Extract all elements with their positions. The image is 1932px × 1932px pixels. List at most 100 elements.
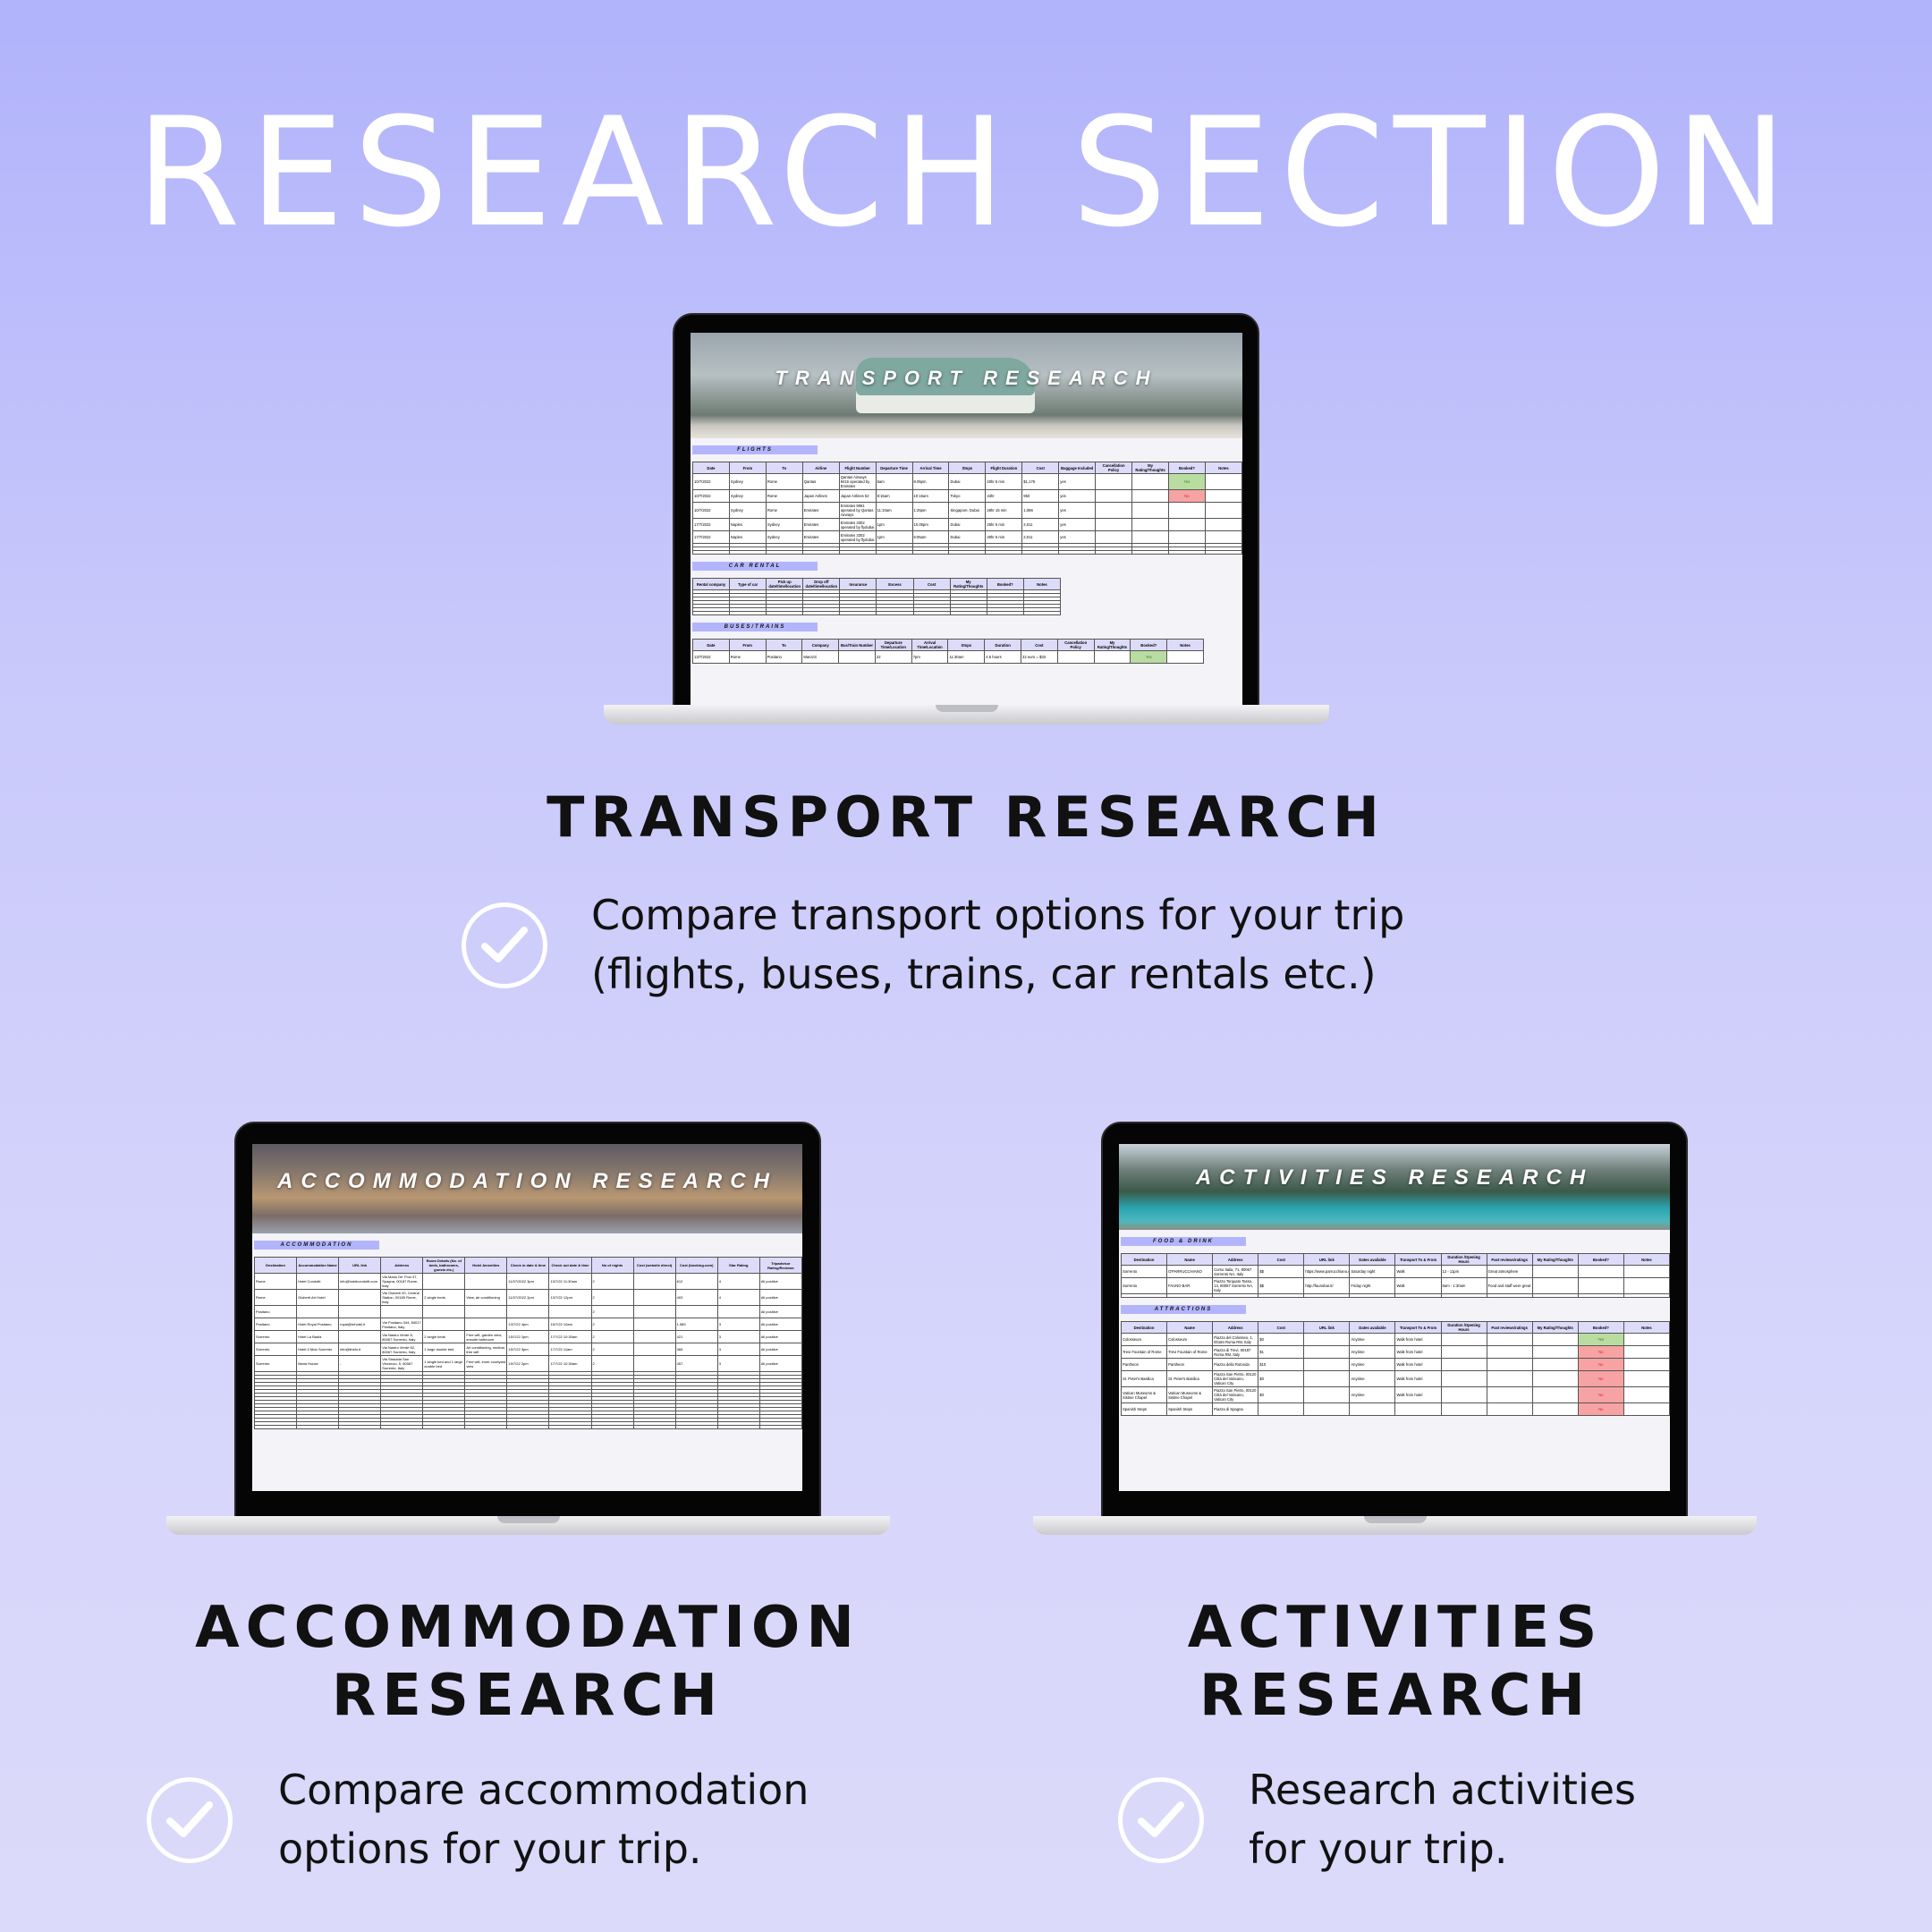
table-cell[interactable] <box>674 1305 718 1318</box>
table-cell[interactable]: 11/07/2022 3pm <box>506 1273 550 1290</box>
table-cell[interactable]: 2 <box>590 1305 634 1318</box>
table-cell[interactable]: Piazza Torquato Tasso, 13, 80067 Sorrent… <box>1212 1277 1259 1294</box>
empty-cell[interactable] <box>1303 1293 1351 1298</box>
table-cell[interactable] <box>422 1305 466 1318</box>
table-cell[interactable]: Emirates <box>801 502 840 519</box>
table-cell[interactable]: $10 <box>1258 1358 1305 1371</box>
table-cell[interactable]: Yes <box>1130 650 1168 664</box>
table-cell[interactable] <box>632 1330 676 1343</box>
table-cell[interactable] <box>1577 1265 1624 1278</box>
table-cell[interactable]: 1pm <box>875 530 913 544</box>
table-cell[interactable] <box>1531 1333 1579 1346</box>
table-cell[interactable]: 17/7/22 10:30am <box>548 1355 592 1372</box>
table-cell[interactable]: Rome <box>253 1273 298 1290</box>
table-cell[interactable]: All positive <box>758 1343 802 1356</box>
table-cell[interactable]: 2 <box>590 1318 634 1331</box>
table-cell[interactable] <box>1303 1402 1351 1416</box>
table-cell[interactable] <box>1486 1370 1533 1387</box>
table-cell[interactable] <box>1623 1370 1670 1387</box>
table-cell[interactable]: Piazza San Pietro, 00120 Città del Vatic… <box>1212 1370 1259 1387</box>
table-cell[interactable] <box>1167 502 1206 519</box>
table-cell[interactable] <box>1531 1345 1579 1359</box>
table-cell[interactable] <box>1204 530 1242 544</box>
empty-cell[interactable] <box>838 550 877 555</box>
table-cell[interactable] <box>1440 1370 1487 1387</box>
table-cell[interactable]: 1 large double bed <box>422 1343 466 1356</box>
table-cell[interactable]: 8:15am <box>875 489 913 503</box>
table-cell[interactable]: Marozzi <box>801 650 840 664</box>
table-cell[interactable]: 13/7/2022 <box>692 650 730 664</box>
table-cell[interactable] <box>1303 1345 1351 1359</box>
empty-cell[interactable] <box>1212 1293 1259 1298</box>
empty-cell[interactable] <box>464 1425 508 1429</box>
table-cell[interactable]: Walk from hotel <box>1394 1345 1442 1359</box>
table-cell[interactable]: Anytime <box>1349 1333 1396 1346</box>
table-cell[interactable] <box>1258 1402 1305 1416</box>
empty-cell[interactable] <box>1623 1293 1670 1298</box>
table-cell[interactable]: All positive <box>758 1289 802 1306</box>
table-cell[interactable]: 4 <box>716 1273 760 1290</box>
table-cell[interactable] <box>1531 1358 1579 1371</box>
empty-cell[interactable] <box>338 1425 382 1429</box>
empty-cell[interactable] <box>1167 550 1206 555</box>
empty-cell[interactable] <box>1204 550 1242 555</box>
empty-cell[interactable] <box>253 1425 298 1429</box>
table-cell[interactable] <box>1095 518 1133 531</box>
table-cell[interactable] <box>464 1318 508 1331</box>
table-cell[interactable] <box>338 1305 382 1318</box>
table-cell[interactable]: 1,086 <box>1021 502 1060 519</box>
empty-cell[interactable] <box>911 550 950 555</box>
table-cell[interactable]: Emirates <box>801 530 840 544</box>
table-cell[interactable]: Air conditioning, minibar, free wifi <box>464 1343 508 1356</box>
table-cell[interactable]: All positive <box>758 1273 802 1290</box>
table-cell[interactable]: $0 <box>1258 1333 1305 1346</box>
empty-cell[interactable] <box>1486 1293 1533 1298</box>
table-cell[interactable]: 403 <box>674 1289 718 1306</box>
table-cell[interactable]: Walk from hotel <box>1394 1370 1442 1387</box>
table-cell[interactable]: 612 <box>674 1273 718 1290</box>
table-cell[interactable]: No <box>1577 1345 1624 1359</box>
table-cell[interactable] <box>548 1305 592 1318</box>
table-cell[interactable]: 2 single beds <box>422 1289 466 1306</box>
table-cell[interactable]: Vatican Museums & Sistine Chapel <box>1120 1386 1168 1403</box>
table-cell[interactable]: Trevi Fountain of Rome <box>1166 1345 1214 1359</box>
table-cell[interactable]: 1 single bed and 1 large double bed <box>422 1355 466 1372</box>
table-cell[interactable]: Anytime <box>1349 1370 1396 1387</box>
table-cell[interactable]: 7pm <box>911 650 949 664</box>
table-cell[interactable]: 10/7/2022 <box>692 502 730 519</box>
table-cell[interactable]: St. Peter's Basilica <box>1120 1370 1168 1387</box>
table-cell[interactable]: St. Peter's Basilica <box>1166 1370 1214 1387</box>
table-cell[interactable] <box>1440 1402 1487 1416</box>
table-cell[interactable] <box>1204 473 1242 490</box>
table-cell[interactable]: 20hr 5 min <box>985 473 1023 490</box>
table-cell[interactable]: 13/7/22 11:30am <box>548 1273 592 1290</box>
table-cell[interactable]: Walk from hotel <box>1394 1358 1442 1371</box>
empty-cell[interactable] <box>875 550 913 555</box>
table-cell[interactable]: Pantheon <box>1166 1358 1214 1371</box>
table-cell[interactable]: 2 <box>590 1343 634 1356</box>
table-cell[interactable]: Dubai <box>948 530 987 544</box>
empty-cell[interactable] <box>765 550 803 555</box>
table-cell[interactable]: Friday night <box>1349 1277 1396 1294</box>
table-cell[interactable]: No <box>1577 1386 1624 1403</box>
table-cell[interactable] <box>1486 1333 1533 1346</box>
table-cell[interactable]: Sorrento <box>253 1330 298 1343</box>
table-cell[interactable]: 2 <box>590 1289 634 1306</box>
table-cell[interactable] <box>1056 650 1095 664</box>
empty-cell[interactable] <box>912 611 951 615</box>
table-cell[interactable]: Hotel Condotti <box>296 1273 340 1290</box>
table-cell[interactable]: Via Mario De' Fiori 37, Spagna, 00187 Ro… <box>380 1273 424 1290</box>
table-cell[interactable]: royal@hrhotel.it <box>338 1318 382 1331</box>
table-cell[interactable]: 421 <box>674 1330 718 1343</box>
table-cell[interactable]: All positive <box>758 1330 802 1343</box>
table-cell[interactable] <box>464 1273 508 1290</box>
table-cell[interactable]: Naples <box>728 530 767 544</box>
table-cell[interactable]: Naples <box>728 518 767 531</box>
table-cell[interactable]: 4 <box>716 1289 760 1306</box>
table-cell[interactable]: Qantas Airways 9416 operated by Emirates <box>838 473 877 490</box>
table-cell[interactable]: $1 <box>1258 1345 1305 1359</box>
table-cell[interactable]: 1:25pm <box>911 502 950 519</box>
table-cell[interactable]: Pantheon <box>1120 1358 1168 1371</box>
table-cell[interactable]: 457 <box>674 1355 718 1372</box>
table-cell[interactable] <box>1531 1386 1579 1403</box>
